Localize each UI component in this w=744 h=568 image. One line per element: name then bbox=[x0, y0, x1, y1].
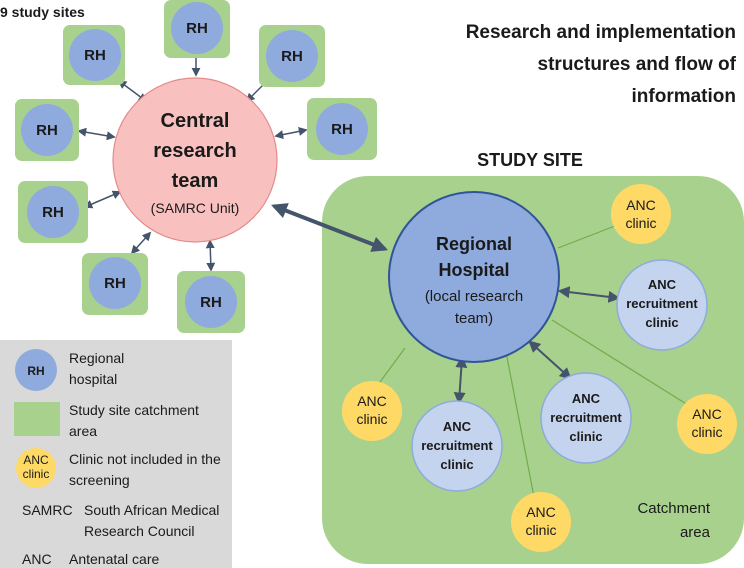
rh-node-label: RH bbox=[104, 275, 126, 292]
rh-arrows bbox=[77, 49, 308, 272]
recruit-label-1: ANC bbox=[572, 391, 601, 406]
rh-node-label: RH bbox=[36, 122, 58, 139]
recruit-label-1: ANC bbox=[648, 277, 677, 292]
recruit-label-2: recruitment bbox=[626, 296, 698, 311]
arrow-recruit-1 bbox=[557, 286, 621, 303]
recruit-label-3: clinic bbox=[569, 429, 602, 444]
arrow-recruit-2 bbox=[453, 355, 468, 405]
legend-anc-label-1: ANC bbox=[23, 453, 49, 467]
anc-clinic-label-2: clinic bbox=[691, 424, 722, 440]
rh-node-label: RH bbox=[200, 294, 222, 311]
anc-clinic-3: ANC clinic bbox=[511, 492, 571, 552]
title-line-3: information bbox=[632, 86, 737, 107]
legend-rh-desc-1: Regional bbox=[69, 350, 124, 366]
rh-node-2: RH bbox=[164, 0, 230, 58]
rh-node-5: RH bbox=[15, 99, 79, 161]
legend-rh-swatch bbox=[15, 349, 57, 391]
anc-clinic-1: ANC clinic bbox=[611, 184, 671, 244]
anc-clinic-label-2: clinic bbox=[356, 411, 387, 427]
arrow-central-hospital bbox=[271, 203, 388, 252]
rh-node-6: RH bbox=[18, 181, 88, 243]
anc-clinic-2: ANC clinic bbox=[342, 381, 402, 441]
hospital-line-1: Regional bbox=[436, 234, 512, 254]
central-line-3: team bbox=[172, 170, 219, 192]
arrow-rh-7 bbox=[130, 231, 152, 255]
legend-rh-label: RH bbox=[27, 364, 44, 378]
rh-node-3: RH bbox=[259, 25, 325, 87]
recruit-label-1: ANC bbox=[443, 419, 472, 434]
legend-catchment-desc-2: area bbox=[69, 423, 97, 439]
central-line-1: Central bbox=[161, 110, 230, 132]
catchment-line-1: Catchment bbox=[637, 500, 710, 517]
recruitment-clinic-3: ANC recruitment clinic bbox=[540, 372, 632, 464]
anc-clinic-label-1: ANC bbox=[692, 406, 722, 422]
sites-label: 9 study sites bbox=[0, 4, 85, 20]
recruitment-clinic-2: ANC recruitment clinic bbox=[411, 400, 503, 492]
rh-node-label: RH bbox=[42, 204, 64, 221]
rh-node-1: RH bbox=[63, 25, 125, 85]
recruit-label-2: recruitment bbox=[550, 410, 622, 425]
rh-node-7: RH bbox=[82, 253, 148, 315]
legend: RH Regional hospital Study site catchmen… bbox=[0, 340, 232, 568]
legend-anc-swatch bbox=[16, 448, 56, 488]
study-site-heading: STUDY SITE bbox=[477, 150, 583, 170]
arrow-recruit-3 bbox=[528, 340, 572, 380]
legend-anc-abbr: ANC bbox=[22, 551, 52, 567]
recruitment-clinic-1: ANC recruitment clinic bbox=[616, 259, 708, 351]
anc-clinic-4: ANC clinic bbox=[677, 394, 737, 454]
arrow-rh-6 bbox=[83, 190, 122, 209]
legend-samrc-desc-1: South African Medical bbox=[84, 502, 219, 518]
rh-node-label: RH bbox=[84, 47, 106, 64]
legend-anc-desc-2: screening bbox=[69, 472, 130, 488]
recruit-label-3: clinic bbox=[440, 457, 473, 472]
rh-node-4: RH bbox=[307, 98, 377, 160]
catchment-line-2: area bbox=[680, 524, 711, 541]
arrow-rh-4 bbox=[274, 126, 308, 140]
line-anc-3 bbox=[505, 351, 535, 498]
anc-clinic-label-1: ANC bbox=[526, 504, 556, 520]
legend-rh-desc-2: hospital bbox=[69, 371, 117, 387]
line-anc-1 bbox=[557, 223, 621, 249]
legend-catchment-desc-1: Study site catchment bbox=[69, 402, 199, 418]
title-line-2: structures and flow of bbox=[538, 54, 737, 75]
title-line-1: Research and implementation bbox=[466, 22, 736, 43]
hospital-line-2: Hospital bbox=[438, 260, 509, 280]
recruit-label-2: recruitment bbox=[421, 438, 493, 453]
anc-clinic-label-1: ANC bbox=[626, 197, 656, 213]
rh-node-8: RH bbox=[177, 271, 245, 333]
rh-node-label: RH bbox=[281, 48, 303, 65]
arrow-rh-5 bbox=[77, 127, 116, 141]
legend-samrc-desc-2: Research Council bbox=[84, 523, 195, 539]
anc-clinic-label-2: clinic bbox=[525, 522, 556, 538]
clinic-lines bbox=[379, 223, 689, 498]
anc-clinic-label-2: clinic bbox=[625, 215, 656, 231]
recruit-label-3: clinic bbox=[645, 315, 678, 330]
regional-hospital: Regional Hospital (local research team) bbox=[388, 191, 560, 363]
hospital-sub-2: team) bbox=[455, 310, 493, 327]
arrow-rh-8 bbox=[205, 239, 216, 272]
central-sub: (SAMRC Unit) bbox=[151, 200, 240, 216]
rh-node-label: RH bbox=[186, 20, 208, 37]
legend-anc-label-2: clinic bbox=[23, 467, 50, 481]
rh-node-label: RH bbox=[331, 121, 353, 138]
central-line-2: research bbox=[153, 140, 236, 162]
anc-clinic-label-1: ANC bbox=[357, 393, 387, 409]
central-research-team: Central research team (SAMRC Unit) bbox=[112, 77, 278, 243]
legend-anc-full: Antenatal care bbox=[69, 551, 159, 567]
legend-samrc-abbr: SAMRC bbox=[22, 502, 73, 518]
legend-catchment-swatch bbox=[14, 402, 60, 436]
line-anc-4 bbox=[551, 319, 689, 406]
legend-anc-desc-1: Clinic not included in the bbox=[69, 451, 221, 467]
hospital-sub-1: (local research bbox=[425, 288, 523, 305]
line-anc-2 bbox=[379, 347, 406, 383]
